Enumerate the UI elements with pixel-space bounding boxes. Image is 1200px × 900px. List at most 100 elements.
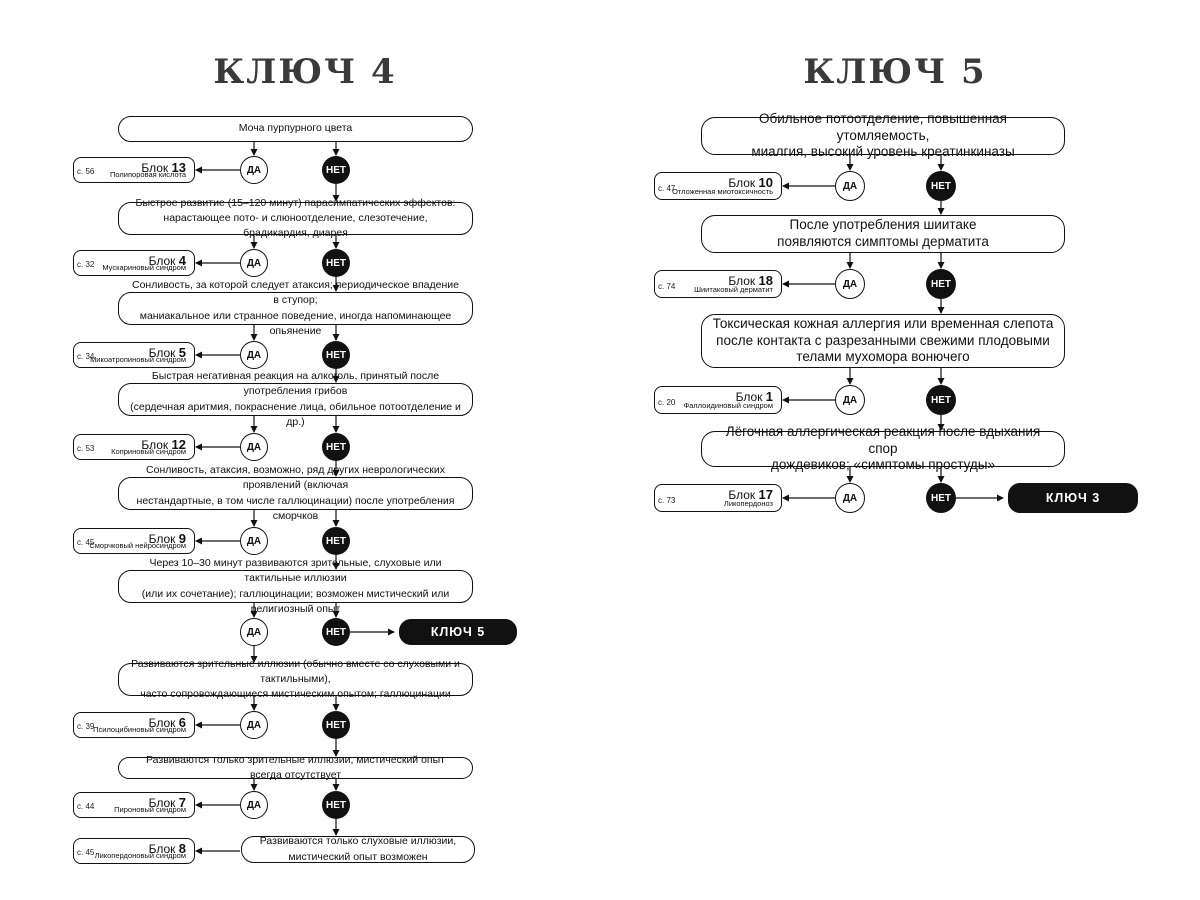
block-number: 13 <box>171 160 186 175</box>
syndrome-name: Ликопердоноз <box>723 499 773 508</box>
no-node: НЕТ <box>322 618 350 646</box>
no-node: НЕТ <box>322 341 350 369</box>
block-label: Блок <box>728 176 756 190</box>
page-ref: с. 56 <box>77 167 95 176</box>
block-number: 17 <box>758 487 773 502</box>
block-label: Блок <box>728 488 756 502</box>
question-box: Моча пурпурного цвета <box>118 116 473 142</box>
block-number: 1 <box>765 389 773 404</box>
no-node: НЕТ <box>322 433 350 461</box>
block-number: 9 <box>178 531 186 546</box>
syndrome-name: Сморчковый нейросиндром <box>89 541 186 550</box>
syndrome-name: Фаллоидиновый синдром <box>683 401 773 410</box>
yes-node: ДА <box>240 433 268 461</box>
no-node: НЕТ <box>926 483 956 513</box>
page-ref: с. 73 <box>658 496 676 505</box>
block-number: 5 <box>178 345 186 360</box>
question-box: Сонливость, за которой следует атаксия; … <box>118 279 473 337</box>
block-number: 18 <box>758 273 773 288</box>
block-number: 4 <box>178 253 186 268</box>
block-title: Блок 18 <box>728 273 773 288</box>
yes-node: ДА <box>835 269 865 299</box>
syndrome-name: Отложенная миотоксичность <box>672 187 773 196</box>
block-label: Блок <box>148 842 176 856</box>
syndrome-name: Псилоцибиновый синдром <box>93 725 186 734</box>
syndrome-name: Пироновый синдром <box>114 805 186 814</box>
no-node: НЕТ <box>322 156 350 184</box>
syndrome-name: Коприновый синдром <box>111 447 186 456</box>
block-title: Блок 6 <box>149 715 186 730</box>
block-title: Блок 7 <box>149 795 186 810</box>
block-title: Блок 9 <box>149 531 186 546</box>
syndrome-name: Шиитаковый дерматит <box>694 285 773 294</box>
question-box: Быстрая негативная реакция на алкоголь, … <box>118 370 473 428</box>
page-ref: с. 45 <box>77 538 95 547</box>
page-ref: с. 53 <box>77 444 95 453</box>
block-title: Блок 12 <box>141 437 186 452</box>
question-box: Быстрое развитие (15–120 минут) парасимп… <box>118 197 473 239</box>
question-box: Токсическая кожная аллергия или временна… <box>701 314 1065 368</box>
block-label: Блок <box>148 346 176 360</box>
question-box: Обильное потоотделение, повышенная утомл… <box>701 111 1065 159</box>
yes-node: ДА <box>835 171 865 201</box>
syndrome-name: Микоатропиновый синдром <box>90 355 186 364</box>
no-node: НЕТ <box>926 385 956 415</box>
block-number: 8 <box>178 841 186 856</box>
yes-node: ДА <box>240 249 268 277</box>
yes-node: ДА <box>240 618 268 646</box>
question-box: Лёгочная аллергическая реакция после вды… <box>701 424 1065 472</box>
no-node: НЕТ <box>926 269 956 299</box>
page-ref: с. 47 <box>658 184 676 193</box>
block-number: 7 <box>178 795 186 810</box>
yes-node: ДА <box>835 385 865 415</box>
block-label: Блок <box>148 254 176 268</box>
block-number: 10 <box>758 175 773 190</box>
key3-link: КЛЮЧ 3 <box>1008 483 1138 513</box>
page-ref: с. 39 <box>77 722 95 731</box>
page-ref: с. 20 <box>658 398 676 407</box>
syndrome-name: Полипоровая кислота <box>110 170 186 179</box>
block-title: Блок 8 <box>149 841 186 856</box>
page-ref: с. 45 <box>77 848 95 857</box>
page-ref: с. 34 <box>77 352 95 361</box>
question-box: Развиваются только слуховые иллюзии, мис… <box>241 835 475 863</box>
question-box: Развиваются зрительные иллюзии (обычно в… <box>118 658 473 700</box>
block-number: 12 <box>171 437 186 452</box>
yes-node: ДА <box>240 711 268 739</box>
block-title: Блок 4 <box>149 253 186 268</box>
block-number: 6 <box>178 715 186 730</box>
question-box: Сонливость, атаксия, возможно, ряд други… <box>118 464 473 522</box>
no-node: НЕТ <box>322 791 350 819</box>
page-ref: с. 44 <box>77 802 95 811</box>
question-box: Через 10–30 минут развиваются зрительные… <box>118 557 473 615</box>
question-box: Развиваются только зрительные иллюзии, м… <box>118 754 473 781</box>
block-title: Блок 17 <box>728 487 773 502</box>
block-label: Блок <box>141 438 169 452</box>
block-label: Блок <box>728 274 756 288</box>
yes-node: ДА <box>240 156 268 184</box>
block-title: Блок 13 <box>141 160 186 175</box>
block-label: Блок <box>141 161 169 175</box>
block-title: Блок 1 <box>736 389 773 404</box>
yes-node: ДА <box>240 791 268 819</box>
block-title: Блок 10 <box>728 175 773 190</box>
syndrome-name: Мускариновый синдром <box>102 263 186 272</box>
block-label: Блок <box>148 532 176 546</box>
block-title: Блок 5 <box>149 345 186 360</box>
no-node: НЕТ <box>322 711 350 739</box>
key5-link: КЛЮЧ 5 <box>399 619 517 645</box>
no-node: НЕТ <box>322 249 350 277</box>
yes-node: ДА <box>240 341 268 369</box>
